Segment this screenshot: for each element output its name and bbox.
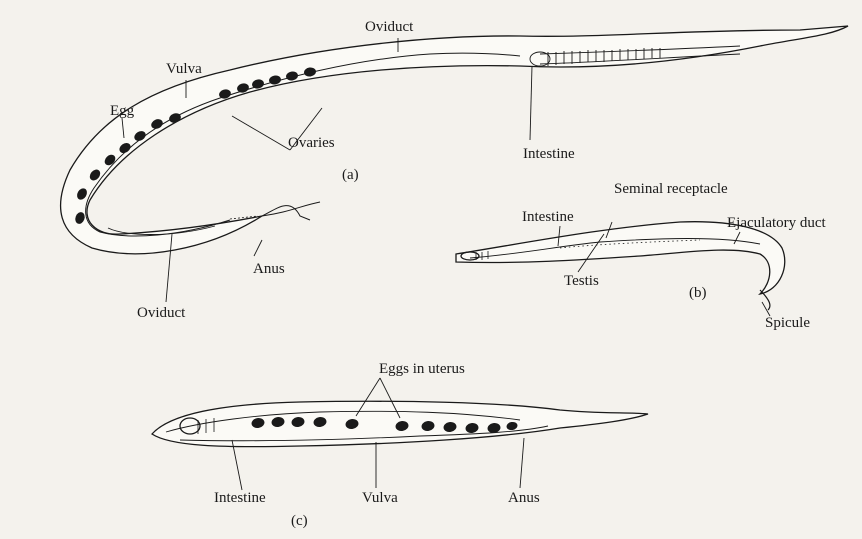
- label-a-vulva: Vulva: [166, 62, 202, 77]
- label-b-intestine: Intestine: [522, 210, 574, 225]
- label-a-panel: (a): [342, 168, 359, 183]
- label-c-vulva: Vulva: [362, 491, 398, 506]
- label-a-intestine: Intestine: [523, 147, 575, 162]
- label-a-oviduct-top: Oviduct: [365, 20, 413, 35]
- label-c-anus: Anus: [508, 491, 540, 506]
- label-a-ovaries: Ovaries: [288, 136, 335, 151]
- label-a-egg: Egg: [110, 104, 134, 119]
- label-b-panel: (b): [689, 286, 707, 301]
- label-b-seminal-receptacle: Seminal receptacle: [614, 182, 728, 197]
- label-c-panel: (c): [291, 514, 308, 529]
- worm-b: [456, 222, 785, 310]
- label-b-ejaculatory-duct: Ejaculatory duct: [727, 216, 826, 231]
- label-b-testis: Testis: [564, 274, 599, 289]
- label-b-spicule: Spicule: [765, 316, 810, 331]
- worm-b-body: [456, 222, 785, 294]
- label-c-eggs-in-uterus: Eggs in uterus: [379, 362, 465, 377]
- label-a-anus: Anus: [253, 262, 285, 277]
- label-a-oviduct-bot: Oviduct: [137, 306, 185, 321]
- label-c-intestine: Intestine: [214, 491, 266, 506]
